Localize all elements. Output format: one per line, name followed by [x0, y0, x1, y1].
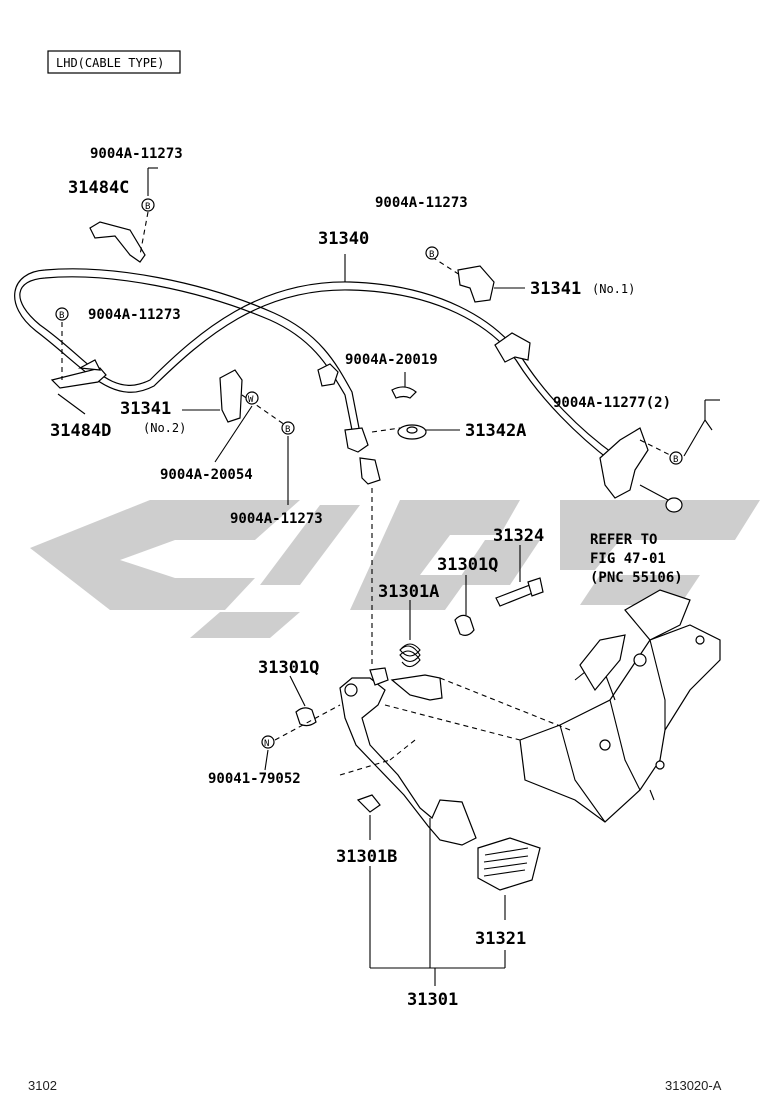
label-31484c: 31484C — [68, 178, 129, 198]
cable-clip — [494, 332, 531, 363]
svg-text:W: W — [248, 395, 254, 405]
footer-right: 313020-A — [665, 1078, 722, 1093]
bushing-31301q-lower — [295, 707, 317, 727]
label-no2: (No.2) — [143, 421, 186, 435]
label-31301q-upper: 31301Q — [437, 555, 498, 575]
bracket-31341-no2 — [219, 369, 243, 423]
marker-b-3: B — [55, 307, 69, 321]
label-31341-no2: 31341 — [120, 399, 171, 419]
stopper-bracket — [390, 674, 443, 701]
svg-text:B: B — [59, 311, 64, 321]
marker-w: W — [245, 391, 259, 405]
cable-end-fitting — [317, 363, 339, 387]
marker-b-5: B — [669, 451, 683, 465]
label-31301: 31301 — [407, 990, 458, 1010]
label-no1: (No.1) — [592, 282, 635, 296]
svg-text:B: B — [285, 425, 290, 435]
label-9004a-11273-b: 9004A-11273 — [375, 195, 468, 211]
bushing-31301q-upper — [454, 614, 475, 636]
bracket-31484c — [89, 221, 146, 263]
cable-end-right — [599, 427, 649, 499]
header-box-text: LHD(CABLE TYPE) — [56, 56, 164, 70]
pedal-pad-31321 — [477, 837, 541, 891]
label-9004a-11273-d: 9004A-11273 — [230, 511, 323, 527]
svg-text:B: B — [145, 202, 150, 212]
svg-text:B: B — [429, 250, 434, 260]
assembly-bracket-31301 — [369, 818, 506, 986]
clutch-pedal-arm — [339, 677, 477, 846]
label-9004a-11273-a: 9004A-11273 — [90, 146, 183, 162]
label-9004a-20019: 9004A-20019 — [345, 352, 438, 368]
label-9004a-11277: 9004A-11277(2) — [553, 395, 671, 411]
marker-n: N — [261, 735, 275, 749]
label-31321: 31321 — [475, 929, 526, 949]
svg-text:B: B — [673, 455, 678, 465]
label-9004a-11273-c: 9004A-11273 — [88, 307, 181, 323]
label-31301q-lower: 31301Q — [258, 658, 319, 678]
refer-note-line2: FIG 47-01 — [590, 551, 666, 567]
grommet-9004a-20019 — [391, 386, 417, 399]
label-31301a: 31301A — [378, 582, 439, 602]
spring-31301a — [399, 643, 421, 668]
label-31324: 31324 — [493, 526, 544, 546]
cable-fork — [344, 427, 369, 453]
pedal-bracket — [519, 589, 721, 823]
marker-b-1: B — [141, 198, 155, 212]
label-31301b: 31301B — [336, 847, 397, 867]
label-31340: 31340 — [318, 229, 369, 249]
marker-b-4: B — [281, 421, 295, 435]
label-31341-no1: 31341 — [530, 279, 581, 299]
bolt-31324 — [495, 577, 544, 607]
label-90041-79052: 90041-79052 — [208, 771, 301, 787]
clutch-cable-31340 — [19, 276, 616, 456]
refer-note-line3: (PNC 55106) — [590, 570, 683, 586]
label-31342a: 31342A — [465, 421, 526, 441]
refer-note-line1: REFER TO — [590, 532, 657, 548]
bracket-31484d — [50, 367, 107, 389]
watermark-logo — [30, 500, 760, 638]
header-box — [47, 50, 181, 74]
label-31484d: 31484D — [50, 421, 111, 441]
clamp-31341-no1 — [457, 265, 495, 303]
label-9004a-20054: 9004A-20054 — [160, 467, 253, 483]
stopper-31301b — [356, 794, 381, 813]
svg-text:N: N — [264, 739, 269, 749]
marker-b-2: B — [425, 246, 439, 260]
footer-left: 3102 — [28, 1078, 57, 1093]
